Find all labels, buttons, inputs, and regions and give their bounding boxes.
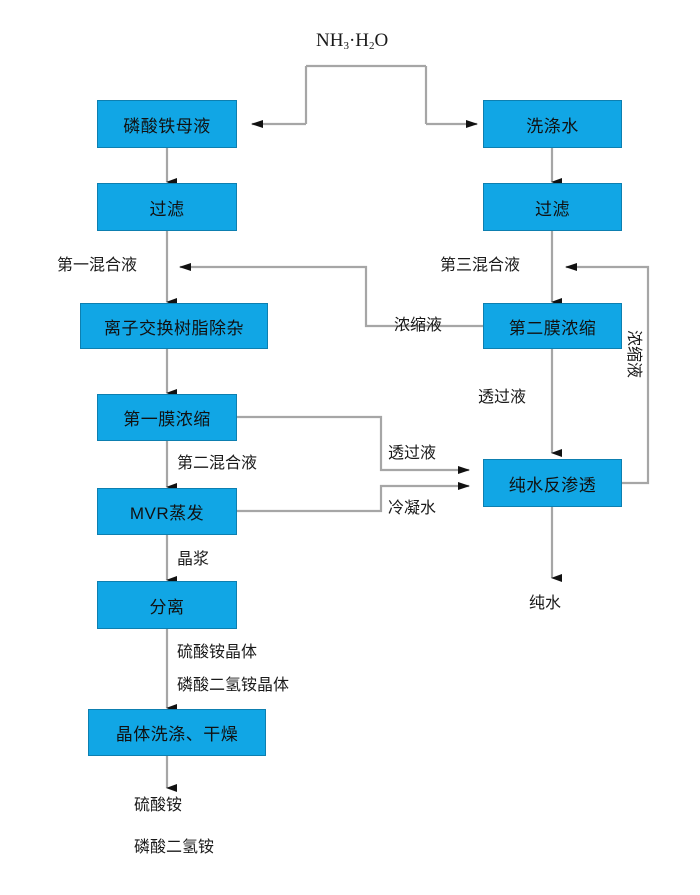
label-ammonium-sulfate-crystal: 硫酸铵晶体 — [177, 644, 258, 661]
node-crystal-wash-dry[interactable]: 晶体洗涤、干燥 — [88, 709, 266, 756]
label-permeate-lower: 透过液 — [388, 445, 437, 462]
wire-permeate1-to-ro — [237, 415, 470, 474]
label-pure-water: 纯水 — [529, 595, 562, 612]
node-mother-liquor[interactable]: 磷酸铁母液 — [97, 100, 237, 148]
node-label: 晶体洗涤、干燥 — [115, 725, 239, 744]
node-label: 洗涤水 — [526, 116, 579, 136]
label-first-mixed-liquor: 第一混合液 — [57, 257, 138, 274]
node-ion-exchange[interactable]: 离子交换树脂除杂 — [80, 303, 268, 349]
label-slurry: 晶浆 — [177, 551, 210, 568]
node-label: 磷酸铁母液 — [123, 116, 211, 136]
label-second-mixed-liquor: 第二混合液 — [177, 455, 258, 472]
label-third-mixed-liquor: 第三混合液 — [440, 257, 521, 274]
node-filter-right[interactable]: 过滤 — [483, 183, 622, 231]
label-mad: 磷酸二氢铵 — [134, 839, 215, 856]
node-label: 离子交换树脂除杂 — [104, 318, 244, 338]
label-mad-crystal: 磷酸二氢铵晶体 — [177, 677, 290, 694]
node-membrane2[interactable]: 第二膜浓缩 — [483, 303, 622, 349]
node-mvr[interactable]: MVR蒸发 — [97, 488, 237, 535]
label-concentrate-left: 浓缩液 — [394, 317, 443, 334]
label-concentrate-right: 浓缩液 — [625, 330, 642, 379]
label-condensate: 冷凝水 — [388, 500, 437, 517]
node-label: 第一膜浓缩 — [123, 410, 211, 429]
node-filter-left[interactable]: 过滤 — [97, 183, 237, 231]
node-separation[interactable]: 分离 — [97, 581, 237, 629]
node-label: 纯水反渗透 — [508, 475, 597, 495]
node-label: 第二膜浓缩 — [508, 318, 597, 338]
node-label: MVR蒸发 — [129, 504, 205, 523]
node-reverse-osmosis[interactable]: 纯水反渗透 — [483, 459, 622, 507]
node-membrane1[interactable]: 第一膜浓缩 — [97, 394, 237, 441]
node-label: 过滤 — [535, 199, 570, 219]
label-ammonia: NH3·H2O — [316, 30, 389, 52]
node-wash-water[interactable]: 洗涤水 — [483, 100, 622, 148]
node-label: 分离 — [149, 597, 185, 617]
node-label: 过滤 — [149, 199, 185, 219]
label-permeate-upper: 透过液 — [478, 389, 527, 406]
label-ammonium-sulfate: 硫酸铵 — [134, 797, 183, 814]
